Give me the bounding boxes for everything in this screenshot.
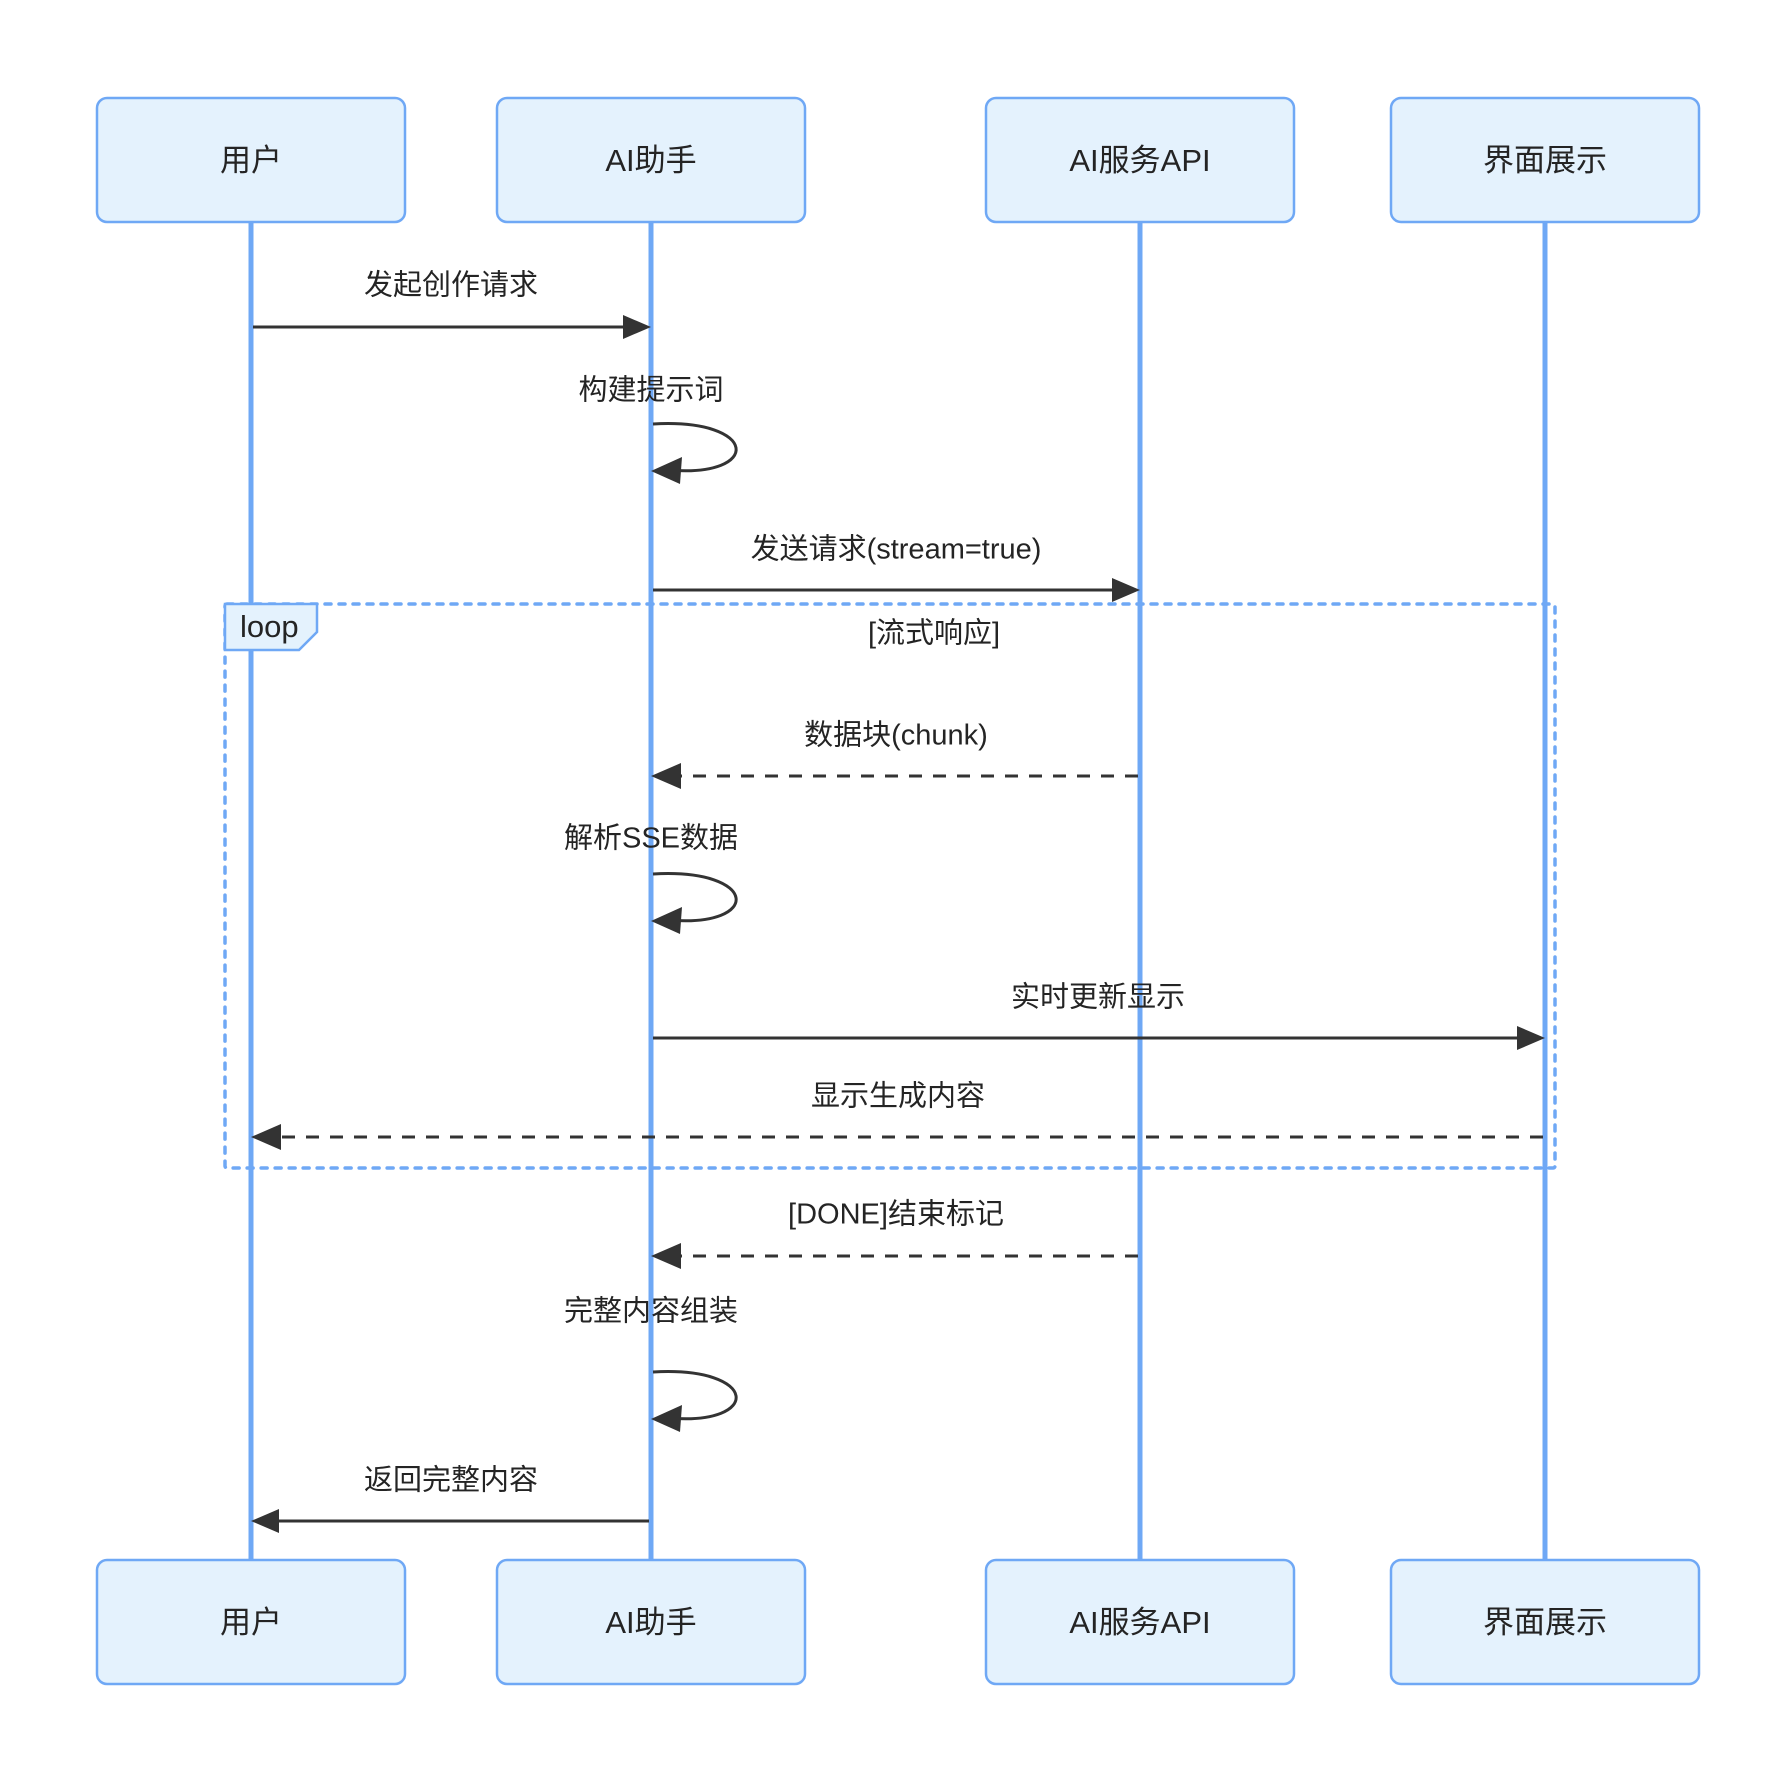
loop-frame-border (223, 602, 1557, 1170)
arrowhead-right (1112, 578, 1140, 602)
participants-footer: 用户 AI助手 AI服务API 界面展示 (95, 1558, 1701, 1686)
arrowhead-right (623, 315, 651, 339)
participant-box[interactable] (95, 96, 407, 224)
self-loop-arc (652, 1370, 738, 1421)
self-loop-arc (652, 422, 738, 473)
loop-keyword-label: loop (240, 609, 299, 644)
message-done-marker: [DONE]结束标记 (651, 1198, 1138, 1269)
participant-box[interactable] (1389, 96, 1701, 224)
self-loop-arc (652, 872, 738, 923)
message-label: 完整内容组装 (564, 1295, 738, 1328)
participant-box[interactable] (984, 1558, 1296, 1686)
participant-box[interactable] (1389, 1558, 1701, 1686)
participant-label: AI助手 (605, 1605, 696, 1640)
loop-fragment: loop [流式响应] (223, 602, 1557, 1170)
participant-ui-bottom[interactable]: 界面展示 (1389, 1558, 1701, 1686)
message-label: 数据块(chunk) (804, 719, 988, 752)
arrowhead-left (651, 1243, 681, 1269)
message-send-request: 发送请求(stream=true) (653, 533, 1140, 602)
arrowhead-left (651, 907, 682, 934)
arrowhead-right (1517, 1026, 1545, 1050)
participant-ui-top[interactable]: 界面展示 (1389, 96, 1701, 224)
participant-assistant-bottom[interactable]: AI助手 (495, 1558, 807, 1686)
message-return-content: 返回完整内容 (251, 1464, 649, 1533)
message-label: 发起创作请求 (364, 269, 538, 302)
participant-box[interactable] (95, 1558, 407, 1686)
arrowhead-left (251, 1124, 281, 1150)
participant-label: 界面展示 (1483, 1605, 1607, 1640)
participant-label: 用户 (220, 143, 282, 178)
participant-box[interactable] (495, 96, 807, 224)
message-assemble-content: 完整内容组装 (564, 1295, 738, 1432)
arrowhead-left (651, 1405, 682, 1432)
participant-user-bottom[interactable]: 用户 (95, 1558, 407, 1686)
loop-condition-label: [流式响应] (868, 617, 1000, 650)
message-data-chunk: 数据块(chunk) (651, 719, 1138, 789)
participant-api-bottom[interactable]: AI服务API (984, 1558, 1296, 1686)
message-parse-sse: 解析SSE数据 (564, 822, 738, 934)
message-realtime-update: 实时更新显示 (653, 981, 1545, 1050)
message-label: [DONE]结束标记 (788, 1198, 1004, 1231)
message-initiate-request: 发起创作请求 (253, 269, 651, 339)
lifelines-group (248, 222, 1548, 1560)
participant-assistant-top[interactable]: AI助手 (495, 96, 807, 224)
message-label: 解析SSE数据 (564, 822, 738, 855)
participant-user-top[interactable]: 用户 (95, 96, 407, 224)
message-label: 发送请求(stream=true) (751, 533, 1042, 566)
message-label: 显示生成内容 (811, 1080, 985, 1113)
participant-label: 界面展示 (1483, 143, 1607, 178)
participant-label: AI服务API (1069, 143, 1210, 178)
loop-tag-shape (223, 602, 319, 652)
arrowhead-left (651, 763, 681, 789)
arrowhead-left (651, 457, 682, 484)
participant-api-top[interactable]: AI服务API (984, 96, 1296, 224)
message-label: 实时更新显示 (1011, 981, 1185, 1014)
participant-label: 用户 (220, 1605, 282, 1640)
message-show-content: 显示生成内容 (251, 1080, 1543, 1150)
participant-label: AI助手 (605, 143, 696, 178)
participants-header: 用户 AI助手 AI服务API 界面展示 (95, 96, 1701, 224)
participant-box[interactable] (984, 96, 1296, 224)
participant-label: AI服务API (1069, 1605, 1210, 1640)
participant-box[interactable] (495, 1558, 807, 1686)
message-label: 返回完整内容 (364, 1464, 538, 1497)
message-label: 构建提示词 (578, 374, 723, 407)
message-build-prompt: 构建提示词 (578, 374, 738, 484)
arrowhead-left (251, 1509, 279, 1533)
